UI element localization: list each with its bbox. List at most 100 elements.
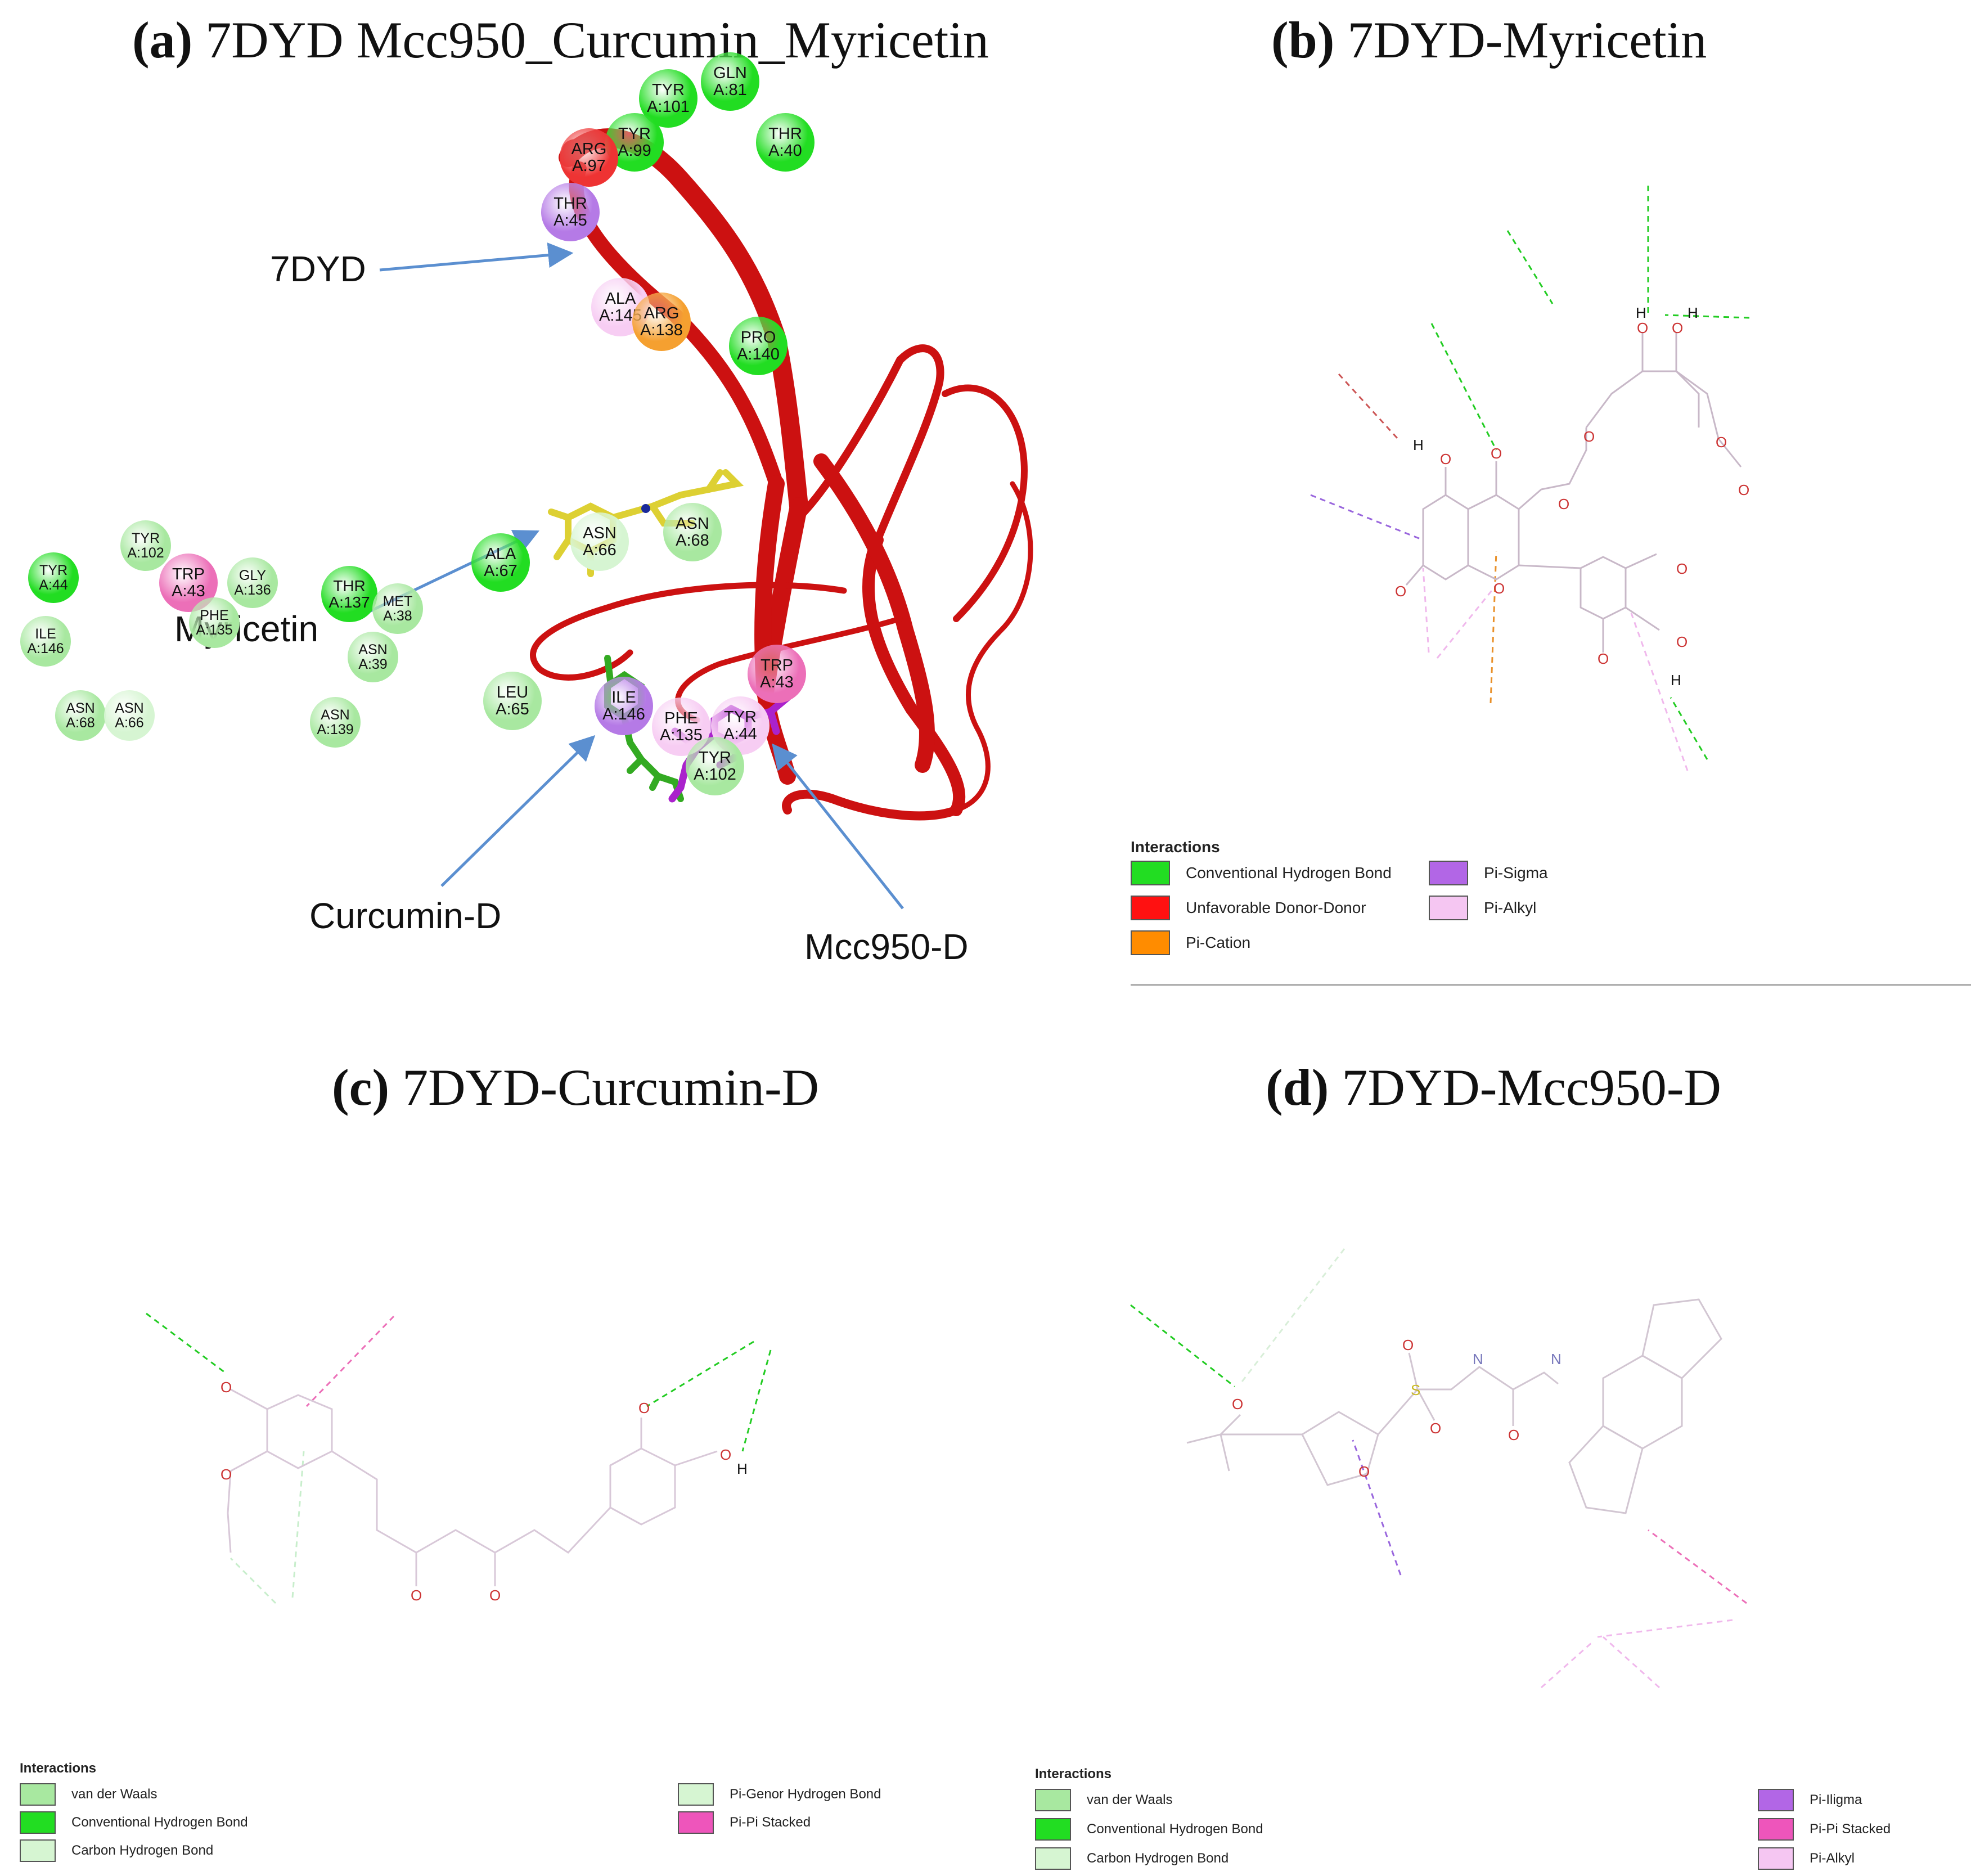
legend-label: Conventional Hydrogen Bond: [71, 1815, 248, 1830]
svg-text:O: O: [1493, 580, 1505, 597]
svg-text:H: H: [1688, 304, 1698, 321]
legend-title: Interactions: [1131, 838, 1220, 856]
residue-name: PHE: [664, 709, 698, 727]
curcumin-label: Curcumin-D: [309, 896, 501, 936]
residue-name: TRP: [172, 565, 205, 583]
panel-b-title-text: 7DYD-Myricetin: [1347, 11, 1707, 69]
svg-text:O: O: [1738, 482, 1749, 498]
residue-id: A:45: [554, 212, 587, 230]
svg-text:O: O: [720, 1446, 731, 1463]
legend-swatch: [1429, 861, 1468, 885]
mcc950-interaction-diagram: O O O O O S N N: [1130, 1248, 1747, 1689]
svg-text:O: O: [1676, 560, 1688, 577]
residue-id: A:146: [602, 705, 645, 723]
panel-a-tag: (a): [132, 11, 193, 69]
svg-text:H: H: [1413, 437, 1424, 453]
svg-text:O: O: [1558, 496, 1569, 512]
protein-label: 7DYD: [270, 249, 366, 289]
panel-d: (d) 7DYD-Mcc950-D O O O O O S: [471, 503, 1971, 1876]
legend-label: Carbon Hydrogen Bond: [71, 1843, 214, 1858]
legend-label: Pi-Alkyl: [1484, 899, 1537, 916]
svg-text:O: O: [1232, 1396, 1243, 1412]
residue-name: ASN: [583, 524, 616, 542]
svg-text:O: O: [1598, 650, 1609, 667]
legend-swatch: [1035, 1847, 1071, 1870]
residue-id: A:66: [115, 715, 144, 731]
residue-name: ILE: [611, 688, 636, 707]
legend-item: Carbon Hydrogen Bond: [20, 1839, 213, 1862]
legend-swatch: [678, 1811, 714, 1834]
legend-swatch: [1131, 861, 1170, 885]
legend-label: van der Waals: [1087, 1792, 1173, 1807]
panel-c-title-text: 7DYD-Curcumin-D: [402, 1059, 820, 1116]
svg-text:O: O: [1672, 320, 1683, 336]
legend-item: Pi-Sigma: [1429, 861, 1548, 885]
residue-name: TRP: [760, 656, 793, 674]
legend-item: van der Waals: [1035, 1789, 1173, 1811]
legend-item: Unfavorable Donor-Donor: [1131, 896, 1366, 920]
svg-text:O: O: [1637, 320, 1648, 336]
svg-text:O: O: [638, 1400, 650, 1416]
legend-label: Pi-Genor Hydrogen Bond: [730, 1787, 881, 1802]
residue-name: TYR: [699, 748, 731, 767]
residue-id: A:66: [583, 541, 616, 559]
mcc950-arrow: [772, 743, 904, 910]
panel-a-title-text: 7DYD Mcc950_Curcumin_Myricetin: [205, 11, 989, 69]
legend-item: Pi-Pi Stacked: [678, 1811, 811, 1834]
legend-swatch: [1035, 1789, 1071, 1811]
legend-label: Pi-Sigma: [1484, 864, 1548, 881]
legend-swatch: [1035, 1818, 1071, 1841]
svg-text:H: H: [1636, 304, 1646, 321]
panel-c-title: (c) 7DYD-Curcumin-D: [332, 1058, 819, 1117]
svg-text:O: O: [1583, 428, 1595, 445]
legend-label: Unfavorable Donor-Donor: [1186, 899, 1366, 916]
legend-label: van der Waals: [71, 1787, 158, 1802]
residue-name: TYR: [652, 80, 685, 99]
legend-label: Pi-Cation: [1186, 934, 1251, 951]
svg-text:N: N: [1551, 1351, 1562, 1367]
legend-swatch: [20, 1783, 56, 1806]
residue-name: ALA: [485, 545, 516, 563]
residue-name: TYR: [39, 562, 68, 578]
residue-id: A:135: [660, 726, 703, 744]
svg-text:S: S: [1411, 1382, 1420, 1398]
residue-name: ASN: [115, 700, 144, 716]
legend-label: Pi-Alkyl: [1810, 1851, 1855, 1866]
panel-d-title-text: 7DYD-Mcc950-D: [1342, 1059, 1721, 1116]
legend-swatch: [1429, 896, 1468, 920]
residue-id: A:44: [723, 725, 757, 743]
residue-name: TYR: [724, 708, 757, 726]
residue-name: LEU: [496, 683, 529, 701]
residue-name: THR: [768, 124, 802, 143]
residue-name: ILE: [35, 626, 56, 642]
legend-item: Conventional Hydrogen Bond: [1131, 861, 1392, 885]
svg-text:O: O: [1440, 451, 1451, 467]
legend-item: Conventional Hydrogen Bond: [20, 1811, 248, 1834]
residue-id: A:136: [234, 582, 271, 598]
legend-item: Pi-Genor Hydrogen Bond: [678, 1783, 881, 1806]
residue-id: A:44: [39, 577, 68, 593]
residue-id: A:40: [768, 142, 802, 160]
residue-id: A:138: [640, 321, 683, 339]
legend-label: Pi-Pi Stacked: [730, 1815, 811, 1830]
